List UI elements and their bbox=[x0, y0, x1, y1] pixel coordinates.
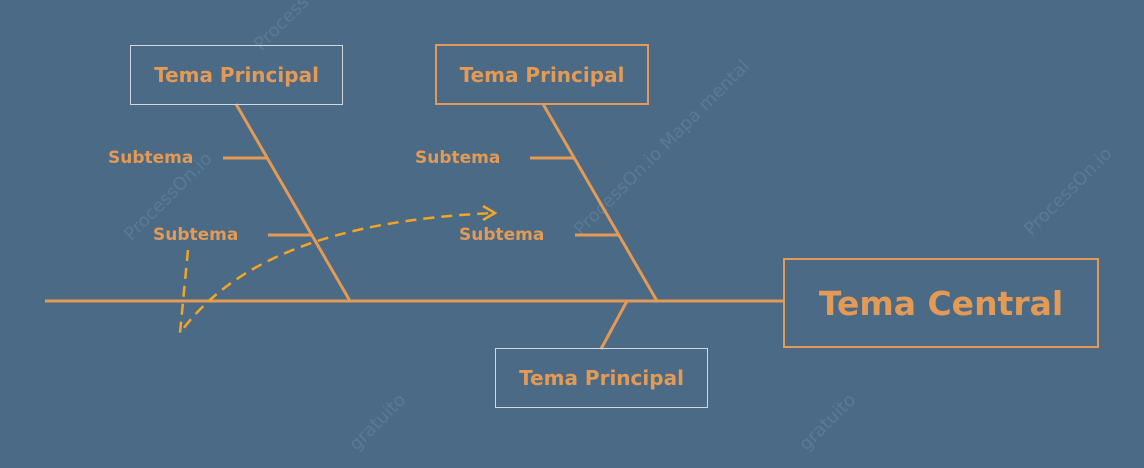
bone-line bbox=[234, 103, 352, 302]
main-topic-box[interactable]: Tema Principal bbox=[130, 45, 343, 105]
central-topic-label: Tema Central bbox=[818, 283, 1064, 323]
central-topic-box[interactable]: Tema Central bbox=[783, 258, 1099, 348]
main-topic-label: Tema Principal bbox=[519, 366, 684, 390]
arrow-head-icon bbox=[482, 204, 498, 222]
bone-line bbox=[599, 300, 629, 350]
subtopic-label[interactable]: Subtema bbox=[153, 225, 239, 245]
main-topic-label: Tema Principal bbox=[459, 62, 625, 87]
dashed-arrow-path bbox=[178, 211, 496, 338]
bone-line bbox=[541, 103, 659, 302]
main-topic-label: Tema Principal bbox=[154, 63, 319, 87]
main-topic-box[interactable]: Tema Principal bbox=[435, 44, 649, 105]
subtopic-label[interactable]: Subtema bbox=[108, 148, 194, 168]
main-topic-box[interactable]: Tema Principal bbox=[495, 348, 708, 408]
subtopic-label[interactable]: Subtema bbox=[459, 225, 545, 245]
subtopic-label[interactable]: Subtema bbox=[415, 148, 501, 168]
